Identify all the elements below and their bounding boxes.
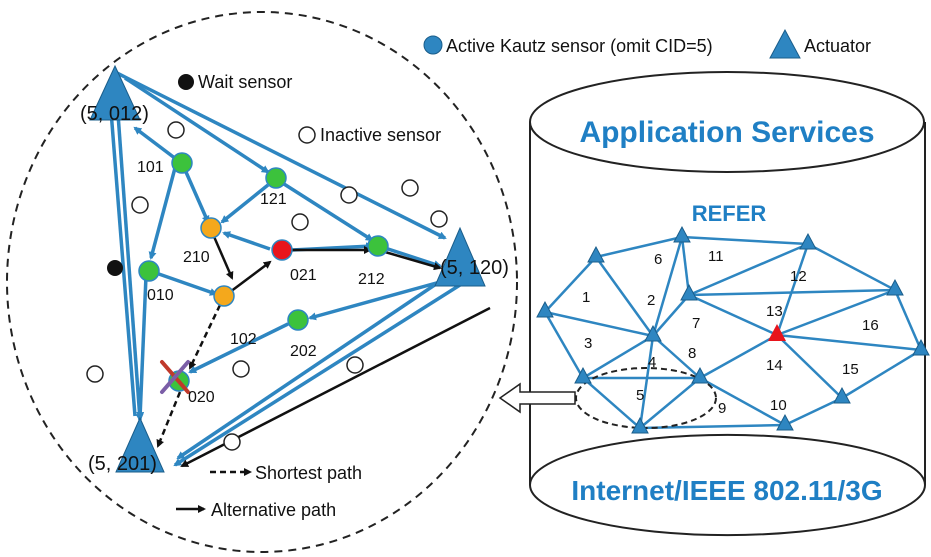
- legend-active-label: Active Kautz sensor (omit CID=5): [446, 36, 713, 56]
- refer-mesh-nodes: [536, 225, 930, 434]
- legend-inactive-dot: [298, 126, 316, 144]
- inactive-sensors: [86, 121, 448, 451]
- sensor-212-node: [367, 235, 389, 257]
- shortest-path-edges: [156, 304, 222, 448]
- sensor-101-label: 101: [137, 159, 164, 176]
- cylinder-middle-title: REFER: [692, 201, 767, 226]
- cell-label: 8: [688, 345, 696, 362]
- legend-active-dot: [423, 35, 443, 55]
- actuator-120-label: (5, 120): [440, 257, 509, 279]
- network-edges: [105, 70, 461, 467]
- cylinder-bottom-title: Internet/IEEE 802.11/3G: [571, 475, 882, 506]
- cell-label: 15: [842, 361, 859, 378]
- cell-labels: 1 2 3 4 5 6 7 8 9 10 11 12 13 14 15 16: [582, 248, 879, 417]
- sensor-210-label: 210: [183, 249, 210, 266]
- cell-label: 2: [647, 292, 655, 309]
- sensor-010-node: [138, 260, 160, 282]
- actuator-201-icon: [115, 416, 165, 473]
- sensor-121-node: [265, 167, 287, 189]
- bridge-arrow-icon: [498, 382, 576, 414]
- wait-sensor-dot: [178, 74, 194, 90]
- actuator-201-label: (5, 201): [88, 453, 157, 475]
- active-sensors: [138, 152, 389, 392]
- legend-wait-label: Wait sensor: [198, 72, 292, 92]
- legend-inactive-label: Inactive sensor: [320, 125, 441, 145]
- cell-label: 5: [636, 387, 644, 404]
- cell-label: 16: [862, 317, 879, 334]
- cell-label: 9: [718, 400, 726, 417]
- legend-shortest-label: Shortest path: [255, 463, 362, 483]
- sensor-021-node: [271, 239, 293, 261]
- cell-label: 3: [584, 335, 592, 352]
- sensor-102-node: [213, 285, 235, 307]
- actuator-012-label: (5, 012): [80, 103, 149, 125]
- sensor-010-label: 010: [147, 287, 174, 304]
- cell-label: 1: [582, 289, 590, 306]
- actuator-012-icon: [89, 64, 141, 121]
- sensor-202-label: 202: [290, 343, 317, 360]
- actuator-120-icon: [434, 226, 486, 287]
- cylinder: [529, 71, 926, 537]
- wait-sensor-dot: [107, 260, 123, 276]
- sensor-210-node: [200, 217, 222, 239]
- sensor-021-label: 021: [290, 267, 317, 284]
- refer-active-node-icon: [768, 324, 786, 341]
- legend-alternative-label: Alternative path: [211, 500, 336, 520]
- sensor-212-label: 212: [358, 271, 385, 288]
- sensor-020-label: 020: [188, 389, 215, 406]
- cell-label: 13: [766, 303, 783, 320]
- sensor-102-label: 102: [230, 331, 257, 348]
- cell-label: 11: [708, 248, 724, 265]
- legend-actuator-icon: [769, 28, 801, 59]
- cell-label: 6: [654, 251, 662, 268]
- sensor-101-node: [171, 152, 193, 174]
- cell-5-highlight: [575, 367, 717, 429]
- refer-mesh: [543, 235, 923, 430]
- failed-node-x-icon: [160, 360, 190, 394]
- sensor-202-node: [287, 309, 309, 331]
- cell-label: 14: [766, 357, 783, 374]
- sensor-field-boundary: [6, 11, 518, 553]
- cell-label: 12: [790, 268, 807, 285]
- cell-label: 10: [770, 397, 787, 414]
- cell-label: 4: [648, 354, 656, 371]
- legend-actuator-label: Actuator: [804, 36, 871, 56]
- cell-label: 7: [692, 315, 700, 332]
- cylinder-top-title: Application Services: [579, 116, 874, 149]
- sensor-121-label: 121: [260, 191, 287, 208]
